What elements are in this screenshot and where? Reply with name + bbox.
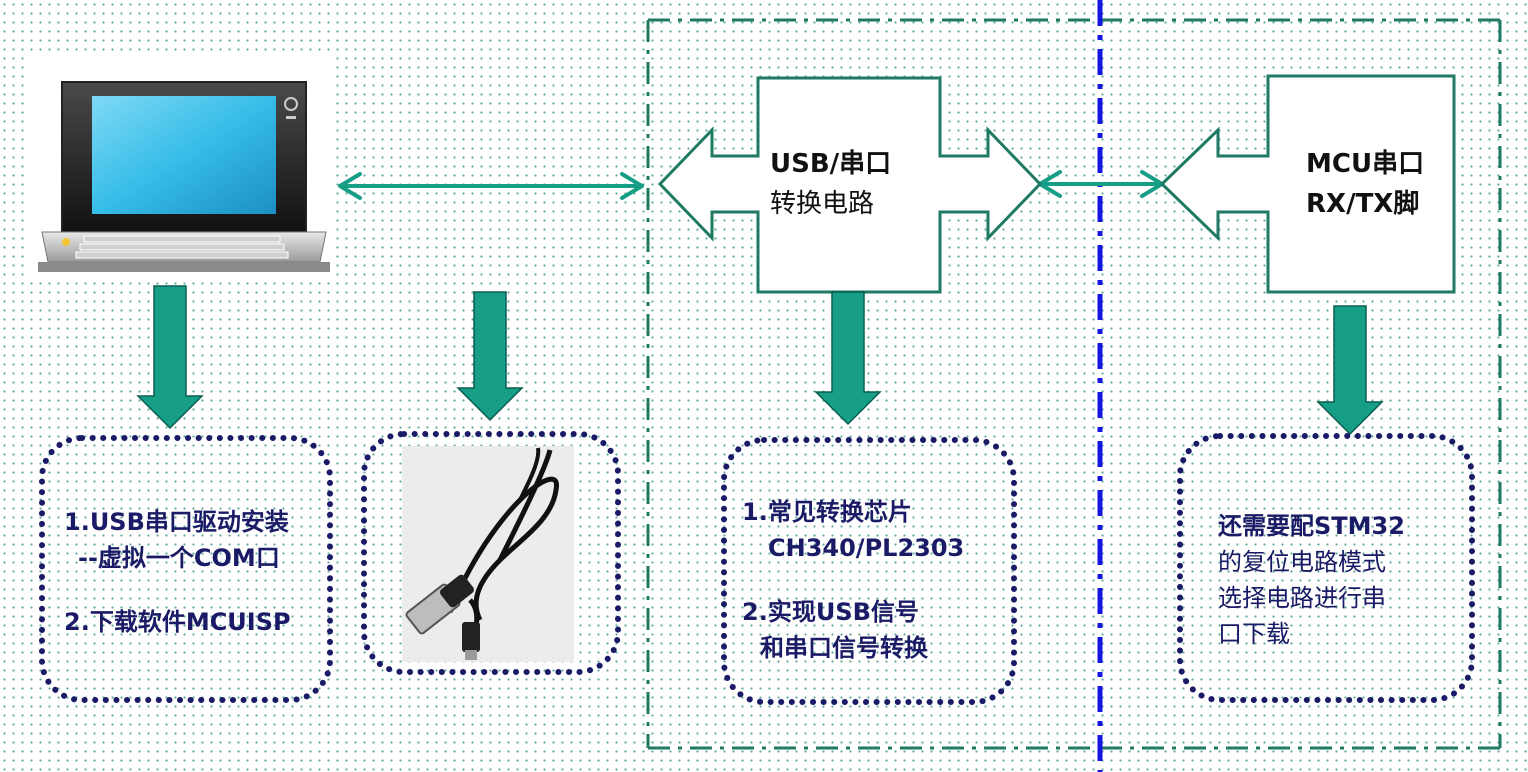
converter-node (657, 76, 1043, 294)
mcu-down-arrow (1316, 305, 1384, 436)
cable-note-border (361, 431, 621, 675)
converter-note-line2: CH340/PL2303 (768, 534, 965, 562)
mcu-node-label: MCU串口 RX/TX脚 (1306, 144, 1424, 224)
pc-note-line3: 2.下载软件MCUISP (64, 608, 291, 636)
converter-node-label: USB/串口 转换电路 (770, 144, 891, 224)
mcu-note-line3: 选择电路进行串 (1218, 584, 1386, 612)
mcu-label-line2: RX/TX脚 (1306, 189, 1420, 219)
converter-note-border (721, 437, 1017, 705)
pc-note-line2: --虚拟一个COM口 (78, 544, 280, 572)
converter-note-line4: 和串口信号转换 (760, 634, 928, 662)
converter-label-line1: USB/串口 (770, 149, 892, 179)
laptop-icon (28, 56, 332, 278)
pc-down-arrow (136, 285, 204, 430)
converter-note-line1: 1.常见转换芯片 (742, 498, 912, 526)
mcu-note-border (1177, 433, 1475, 703)
pc-to-converter-arrow (338, 172, 644, 200)
pc-note-line1: 1.USB串口驱动安装 (64, 508, 289, 536)
mcu-note-line4: 口下载 (1218, 620, 1290, 648)
converter-label-line2: 转换电路 (770, 189, 875, 219)
converter-note: 1.常见转换芯片 CH340/PL2303 2.实现USB信号 和串口信号转换 (742, 494, 964, 666)
converter-to-mcu-arrow (1038, 170, 1164, 198)
mcu-node (1159, 74, 1456, 294)
mcu-region (1100, 18, 1502, 750)
mcu-note-line2: 的复位电路模式 (1218, 548, 1386, 576)
mcu-note: 还需要配STM32 的复位电路模式 选择电路进行串 口下载 (1218, 508, 1405, 652)
usb-cable-icon (402, 446, 574, 662)
mcu-label-line1: MCU串口 (1306, 149, 1425, 179)
converter-down-arrow (814, 291, 882, 426)
converter-note-line3: 2.实现USB信号 (742, 598, 919, 626)
pc-note: 1.USB串口驱动安装 --虚拟一个COM口 2.下载软件MCUISP (64, 504, 291, 640)
mcu-note-line1: 还需要配STM32 (1218, 512, 1405, 540)
cable-down-arrow (456, 291, 524, 422)
converter-region (646, 18, 1098, 750)
pc-note-border (39, 435, 333, 703)
